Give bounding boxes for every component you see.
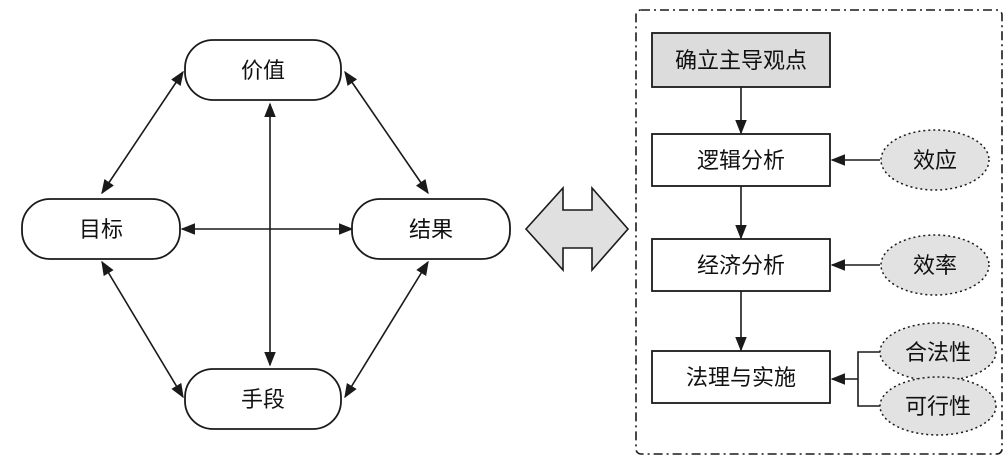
step-economic-analysis: 经济分析 bbox=[651, 238, 831, 292]
step-logical-analysis: 逻辑分析 bbox=[651, 133, 831, 187]
bracket-legality-feasibility bbox=[857, 351, 880, 407]
node-goal: 目标 bbox=[21, 198, 181, 260]
arrow-goal-means bbox=[101, 260, 184, 399]
factor-feasibility-label: 可行性 bbox=[905, 395, 971, 420]
arrow-value-goal bbox=[101, 70, 184, 195]
bidirectional-block-arrow bbox=[524, 185, 630, 273]
node-goal-label: 目标 bbox=[79, 218, 123, 243]
factor-feasibility: 可行性 bbox=[879, 376, 997, 436]
node-value-label: 价值 bbox=[241, 59, 285, 84]
step-establish-viewpoint: 确立主导观点 bbox=[651, 32, 831, 88]
process-frame bbox=[635, 9, 1003, 455]
step-legal-implementation-label: 法理与实施 bbox=[686, 366, 796, 391]
node-value: 价值 bbox=[184, 39, 342, 101]
node-means-label: 手段 bbox=[241, 388, 285, 413]
step-economic-analysis-label: 经济分析 bbox=[697, 254, 785, 279]
arrow-value-result bbox=[344, 70, 429, 195]
factor-effect: 效应 bbox=[880, 129, 990, 191]
node-means: 手段 bbox=[184, 368, 342, 430]
factor-efficiency: 效率 bbox=[880, 234, 990, 296]
node-result-label: 结果 bbox=[409, 218, 453, 243]
arrow-result-means bbox=[344, 260, 429, 399]
step-establish-viewpoint-label: 确立主导观点 bbox=[675, 49, 807, 74]
step-legal-implementation: 法理与实施 bbox=[651, 350, 831, 404]
factor-efficiency-label: 效率 bbox=[913, 254, 957, 279]
node-result: 结果 bbox=[351, 198, 511, 260]
factor-effect-label: 效应 bbox=[913, 149, 957, 174]
factor-legality: 合法性 bbox=[879, 322, 997, 382]
step-logical-analysis-label: 逻辑分析 bbox=[697, 149, 785, 174]
factor-legality-label: 合法性 bbox=[905, 341, 971, 366]
